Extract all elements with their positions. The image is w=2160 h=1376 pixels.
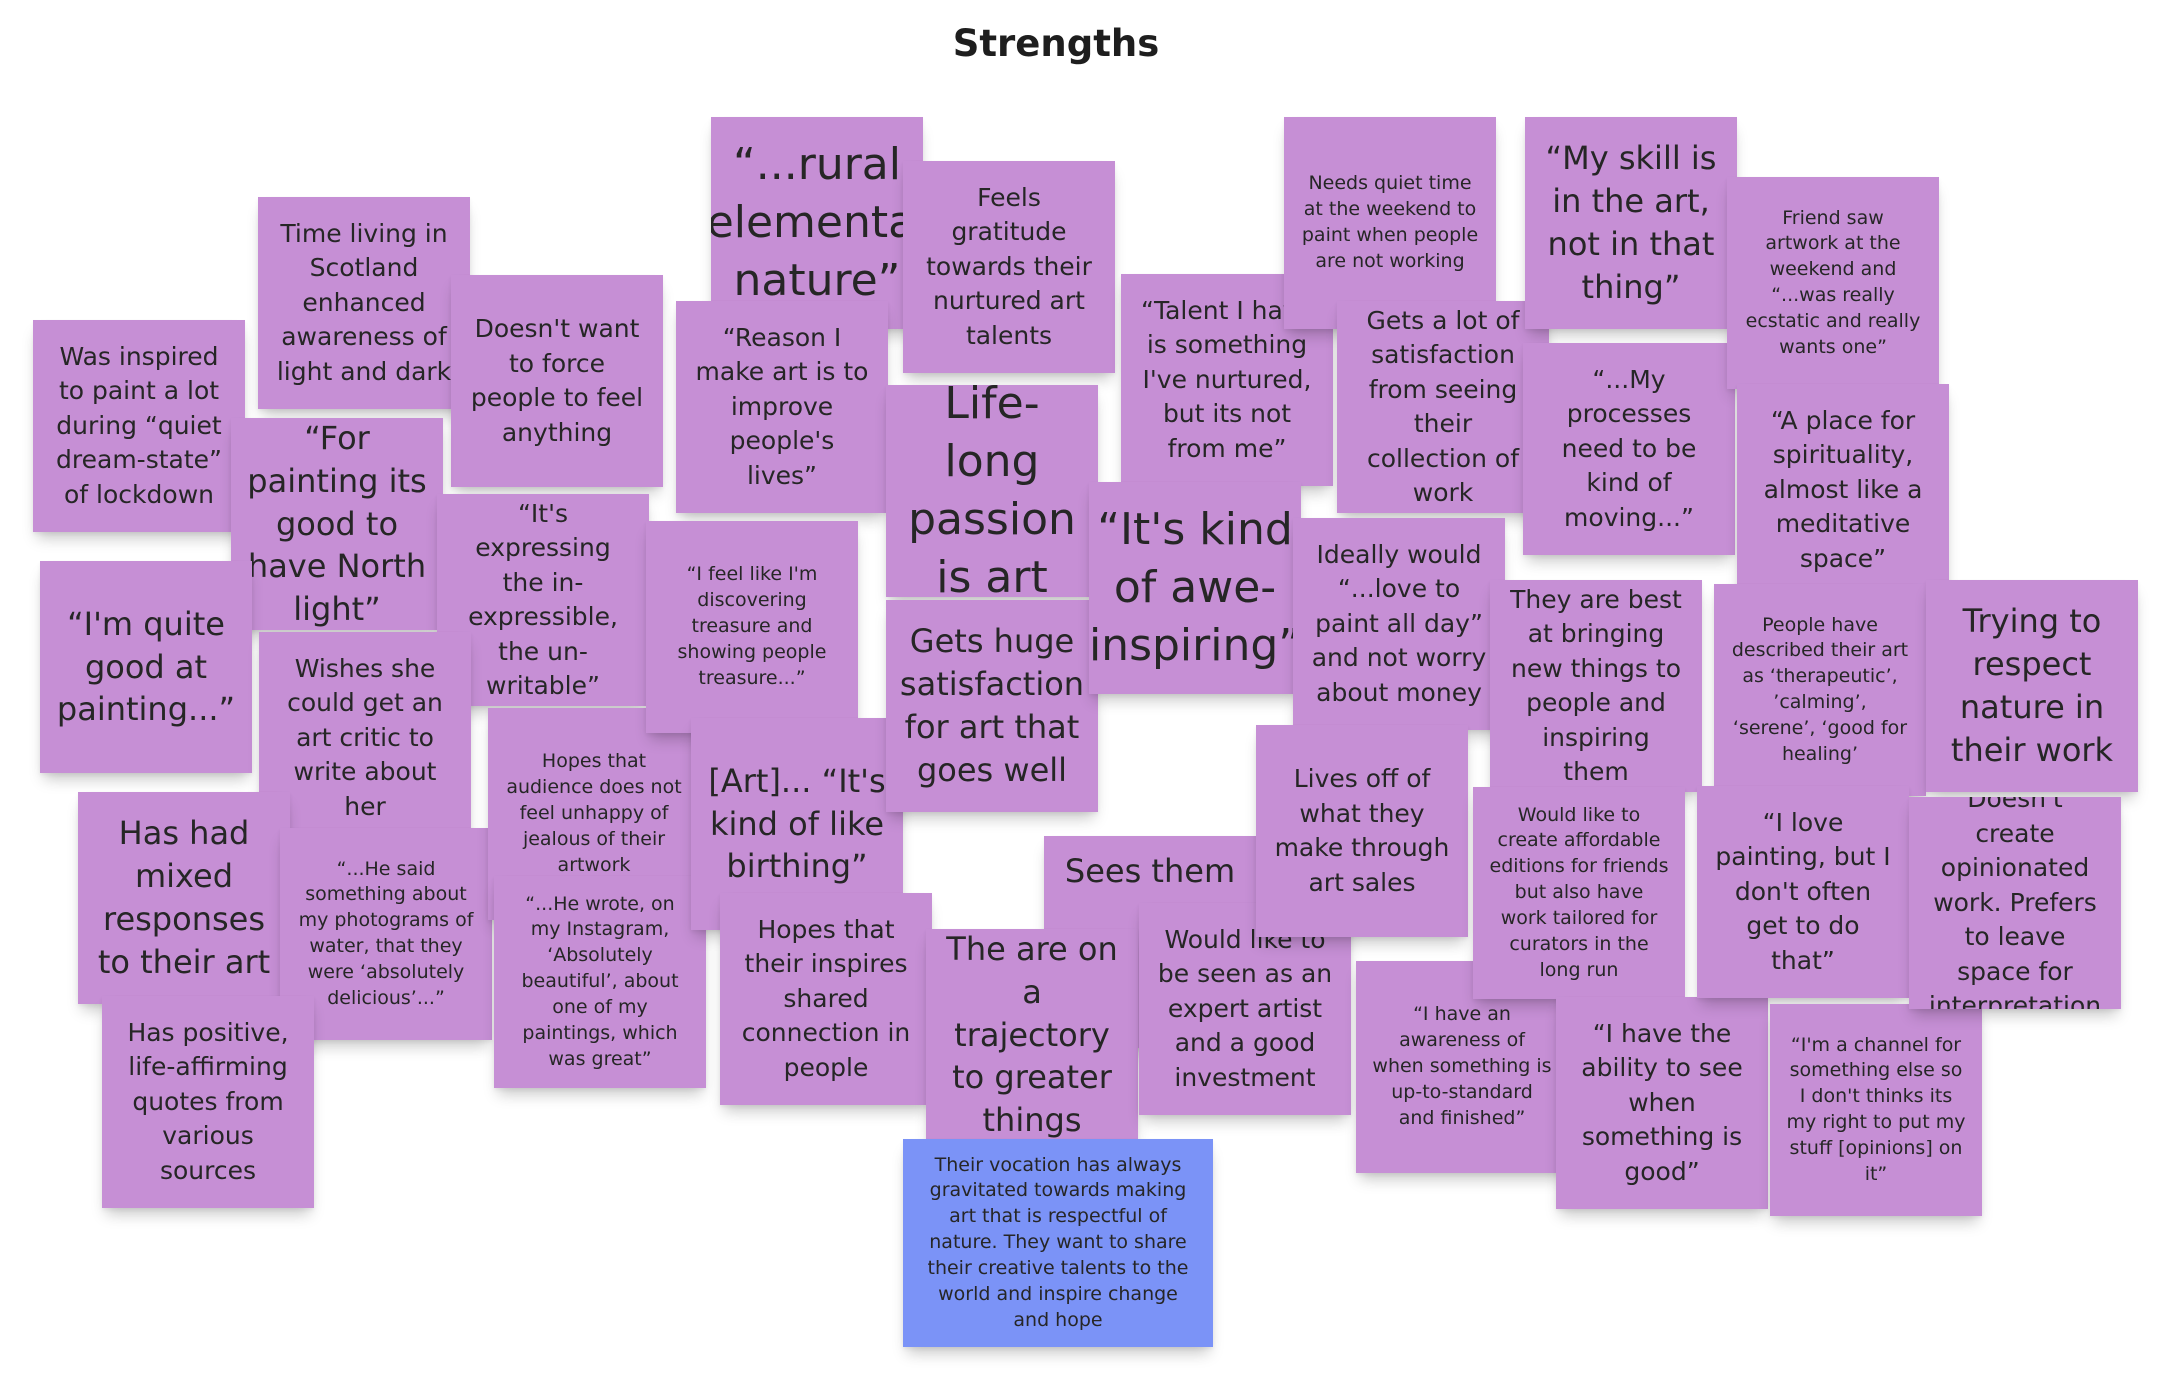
sticky-note[interactable]: Has positive, life-affirming quotes from…: [102, 996, 314, 1208]
sticky-note[interactable]: “I have the ability to see when somethin…: [1556, 997, 1768, 1209]
sticky-note[interactable]: Ideally would “...love to paint all day”…: [1293, 518, 1505, 730]
sticky-note[interactable]: Has had mixed responses to their art: [78, 792, 290, 1004]
sticky-note[interactable]: Hopes that their inspires shared connect…: [720, 893, 932, 1105]
sticky-note[interactable]: Gets huge satisfaction for art that goes…: [886, 600, 1098, 812]
sticky-note[interactable]: Would like to be seen as an expert artis…: [1139, 903, 1351, 1115]
sticky-note[interactable]: People have described their art as ‘ther…: [1714, 584, 1926, 796]
sticky-note[interactable]: Wishes she could get an art critic to wr…: [259, 632, 471, 844]
summary-note[interactable]: Their vocation has always gravitated tow…: [903, 1139, 1213, 1347]
sticky-note[interactable]: “I love painting, but I don't often get …: [1697, 786, 1909, 998]
sticky-note[interactable]: Was inspired to paint a lot during “quie…: [33, 320, 245, 532]
sticky-note[interactable]: Lives off of what they make through art …: [1256, 725, 1468, 937]
sticky-note[interactable]: The are on a trajectory to greater thing…: [926, 929, 1138, 1141]
sticky-note[interactable]: Trying to respect nature in their work: [1926, 580, 2138, 792]
sticky-note[interactable]: Friend saw artwork at the weekend and “.…: [1727, 177, 1939, 389]
sticky-note[interactable]: Gets a lot of satisfaction from seeing t…: [1337, 301, 1549, 513]
sticky-note[interactable]: Doesn't want to force people to feel any…: [451, 275, 663, 487]
sticky-note[interactable]: “My skill is in the art, not in that thi…: [1525, 117, 1737, 329]
sticky-note[interactable]: “A place for spirituality, almost like a…: [1737, 384, 1949, 596]
sticky-note[interactable]: “For painting its good to have North lig…: [231, 418, 443, 630]
sticky-note[interactable]: Doesn't create opinionated work. Prefers…: [1909, 797, 2121, 1009]
sticky-note[interactable]: “It's kind of awe-inspiring”: [1089, 482, 1301, 694]
sticky-note[interactable]: “...He said something about my photogram…: [280, 828, 492, 1040]
sticky-note[interactable]: Feels gratitude towards their nurtured a…: [903, 161, 1115, 373]
sticky-note[interactable]: “I'm quite good at painting...”: [40, 561, 252, 773]
sticky-note[interactable]: “...He wrote, on my Instagram, ‘Absolute…: [494, 876, 706, 1088]
sticky-note[interactable]: Needs quiet time at the weekend to paint…: [1284, 117, 1496, 329]
sticky-note[interactable]: “I'm a channel for something else so I d…: [1770, 1004, 1982, 1216]
sticky-note[interactable]: “...rural elemental nature”: [711, 117, 923, 329]
board-title: Strengths: [952, 22, 1160, 65]
sticky-note[interactable]: They are best at bringing new things to …: [1490, 580, 1702, 792]
sticky-note[interactable]: Life-long passion is art: [886, 385, 1098, 597]
sticky-note[interactable]: Would like to create affordable editions…: [1473, 787, 1685, 999]
sticky-note[interactable]: “...My processes need to be kind of movi…: [1523, 343, 1735, 555]
sticky-note[interactable]: Time living in Scotland enhanced awarene…: [258, 197, 470, 409]
sticky-note[interactable]: “It's expressing the in-expressible, the…: [437, 494, 649, 706]
sticky-note[interactable]: “I feel like I'm discovering treasure an…: [646, 521, 858, 733]
sticky-note[interactable]: “Reason I make art is to improve people'…: [676, 301, 888, 513]
